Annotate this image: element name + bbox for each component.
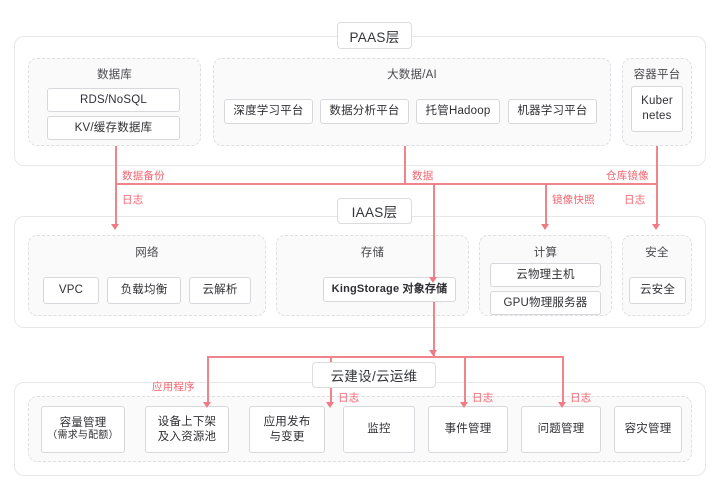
item-label: 云安全 <box>639 284 676 297</box>
item-label: 负载均衡 <box>120 284 168 297</box>
item-label-line1: 容灾管理 <box>624 423 672 436</box>
item-label: RDS/NoSQL <box>80 93 147 106</box>
arrowhead-to-compute <box>541 224 550 230</box>
arrowhead-to-problem-mgmt <box>558 402 567 408</box>
item-device-onoff-rack[interactable]: 设备上下架 及入资源池 <box>145 406 229 453</box>
edge-label-data: 数据 <box>412 170 434 182</box>
item-label-line1: 事件管理 <box>444 423 492 436</box>
item-load-balancer[interactable]: 负载均衡 <box>107 277 181 304</box>
item-gpu-physical-server[interactable]: GPU物理服务器 <box>490 291 601 315</box>
item-kubernetes[interactable]: Kuber netes <box>631 86 683 132</box>
item-managed-hadoop[interactable]: 托管Hadoop <box>416 99 500 124</box>
item-disaster-recovery-management[interactable]: 容灾管理 <box>614 406 682 453</box>
group-network-title: 网络 <box>135 247 159 259</box>
item-data-analysis-platform[interactable]: 数据分析平台 <box>320 99 409 124</box>
arrowhead-to-security <box>652 224 661 230</box>
item-label-line1: 设备上下架 <box>157 415 217 428</box>
item-cloud-security[interactable]: 云安全 <box>629 277 686 304</box>
group-container-platform-title: 容器平台 <box>633 69 681 81</box>
item-label-line1: Kuber <box>641 95 673 108</box>
edge-label-repo-image: 仓库镜像 <box>606 170 649 182</box>
item-vpc[interactable]: VPC <box>43 277 99 304</box>
paas-layer-chip: PAAS层 <box>337 22 412 49</box>
item-label-line2: netes <box>642 110 672 122</box>
item-monitoring[interactable]: 监控 <box>343 406 415 453</box>
connector-database-stem <box>115 146 117 184</box>
group-bigdata-ai-title: 大数据/AI <box>387 69 437 81</box>
item-cloud-physical-host[interactable]: 云物理主机 <box>490 263 601 287</box>
connector-bus-ops <box>207 356 563 358</box>
group-storage-title: 存储 <box>360 247 385 259</box>
item-label: 云物理主机 <box>516 268 575 281</box>
connector-drop-to-compute <box>545 183 547 226</box>
item-kv-cache-db[interactable]: KV/缓存数据库 <box>47 116 180 140</box>
item-label-line2: （需求与配额） <box>47 430 119 442</box>
item-label: 深度学习平台 <box>233 105 304 118</box>
item-event-management[interactable]: 事件管理 <box>428 406 508 453</box>
ops-layer-chip: 云建设/云运维 <box>312 362 436 388</box>
edge-label-app-program: 应用程序 <box>152 381 195 393</box>
connector-drop-to-network <box>115 183 117 226</box>
item-label-line2: 与变更 <box>269 430 305 443</box>
item-problem-management[interactable]: 问题管理 <box>521 406 601 453</box>
arrowhead-to-storage <box>429 277 438 283</box>
arrowhead-to-event-mgmt <box>460 402 469 408</box>
item-label-line1: 问题管理 <box>537 423 585 436</box>
arrowhead-bus-ops <box>429 350 438 356</box>
edge-label-log-problem: 日志 <box>570 392 592 404</box>
item-label-line1: 应用发布 <box>263 415 311 428</box>
arrowhead-to-network <box>111 224 120 230</box>
item-capacity-management[interactable]: 容量管理 （需求与配额） <box>41 406 125 453</box>
item-label-line1: 容量管理 <box>59 416 107 429</box>
item-label-line1: 监控 <box>367 423 391 436</box>
group-security-title: 安全 <box>645 247 669 259</box>
iaas-layer-chip: IAAS层 <box>337 198 412 224</box>
item-label: KingStorage 对象存储 <box>331 283 448 296</box>
item-label: VPC <box>58 284 84 297</box>
item-cloud-dns[interactable]: 云解析 <box>189 277 251 304</box>
connector-bus-paas-iaas <box>115 183 657 185</box>
item-label: 数据分析平台 <box>329 105 400 118</box>
edge-label-log-db: 日志 <box>122 194 144 206</box>
edge-label-log-monitor: 日志 <box>338 392 360 404</box>
connector-drop-to-problem-mgmt <box>562 356 564 405</box>
edge-label-log-event: 日志 <box>472 392 494 404</box>
item-label: KV/缓存数据库 <box>74 121 153 134</box>
edge-label-image-snapshot: 镜像快照 <box>552 194 595 206</box>
connector-bigdata-stem <box>404 146 406 184</box>
item-machine-learning-platform[interactable]: 机器学习平台 <box>508 99 597 124</box>
item-app-release-change[interactable]: 应用发布 与变更 <box>249 406 325 453</box>
connector-storage-to-ops-stem <box>433 302 435 356</box>
item-rds-nosql[interactable]: RDS/NoSQL <box>47 88 180 112</box>
edge-label-data-backup: 数据备份 <box>122 170 165 182</box>
group-compute-title: 计算 <box>533 247 558 259</box>
group-storage <box>276 235 469 316</box>
connector-drop-to-app-release <box>207 356 209 405</box>
connector-drop-to-security <box>656 183 658 226</box>
item-label: 云解析 <box>202 284 238 297</box>
item-label-line2: 及入资源池 <box>157 430 217 443</box>
arrowhead-to-monitor <box>326 402 335 408</box>
item-deep-learning-platform[interactable]: 深度学习平台 <box>224 99 313 124</box>
item-label: GPU物理服务器 <box>503 296 588 309</box>
connector-container-stem <box>656 146 658 184</box>
connector-drop-to-event-mgmt <box>464 356 466 405</box>
edge-label-log-security: 日志 <box>624 194 646 206</box>
item-label: 机器学习平台 <box>517 105 588 118</box>
group-database-title: 数据库 <box>96 69 133 81</box>
connector-drop-to-storage <box>433 183 435 279</box>
item-label: 托管Hadoop <box>425 105 491 118</box>
arrowhead-to-app-release <box>203 402 212 408</box>
